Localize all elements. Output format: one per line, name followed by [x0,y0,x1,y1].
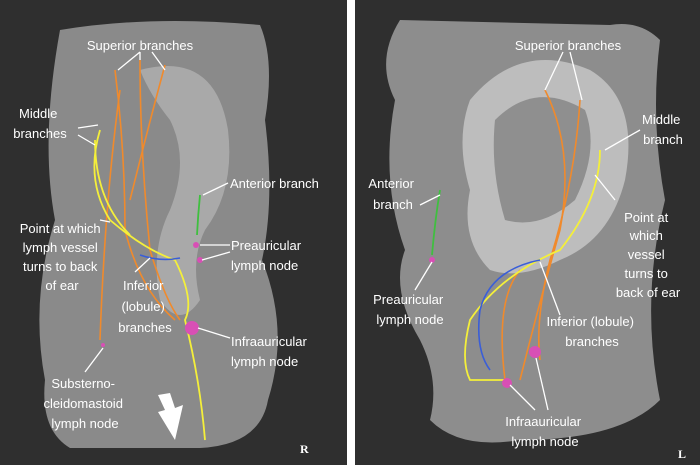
left-side-marker: R [300,442,309,456]
left-label-turn-point: Point at which lymph vessel turns to bac… [20,221,105,293]
left-label-middle-branches: Middle branches [13,106,67,141]
right-label-inferior-branches: Inferior (lobule) branches [546,314,637,349]
left-label-infraauricular-node: Infraauricular lymph node [231,334,311,369]
right-label-preauricular-node: Preauricular lymph node [373,292,447,327]
right-side-marker: L [678,447,686,461]
right-label-anterior-branch: Anterior branch [368,176,417,212]
left-leaders [77,51,231,373]
right-label-infraauricular-node: Infraauricular lymph node [505,414,585,449]
left-label-substerno-node: Substerno- cleidomastoid lymph node [43,376,126,431]
left-label-superior-branches: Superior branches [87,38,194,53]
right-label-superior-branches: Superior branches [515,38,622,53]
right-label-turn-point: Point at which vessel turns to back of e… [616,210,681,300]
right-panel: Superior branches Middle branch Anterior… [355,0,700,465]
left-ear [140,66,230,315]
left-label-preauricular-node: Preauricular lymph node [231,238,305,273]
left-label-inferior-branches: Inferior (lobule) branches [118,278,172,335]
left-panel: Superior branches Middle branches Anteri… [0,0,347,465]
left-label-anterior-branch: Anterior branch [230,176,319,191]
right-leaders [414,51,641,411]
left-arrow-marker [158,393,183,440]
left-vessels [93,59,206,441]
right-vessels [429,89,601,388]
right-ear-concha [493,97,591,223]
right-label-middle-branch: Middle branch [642,112,684,147]
